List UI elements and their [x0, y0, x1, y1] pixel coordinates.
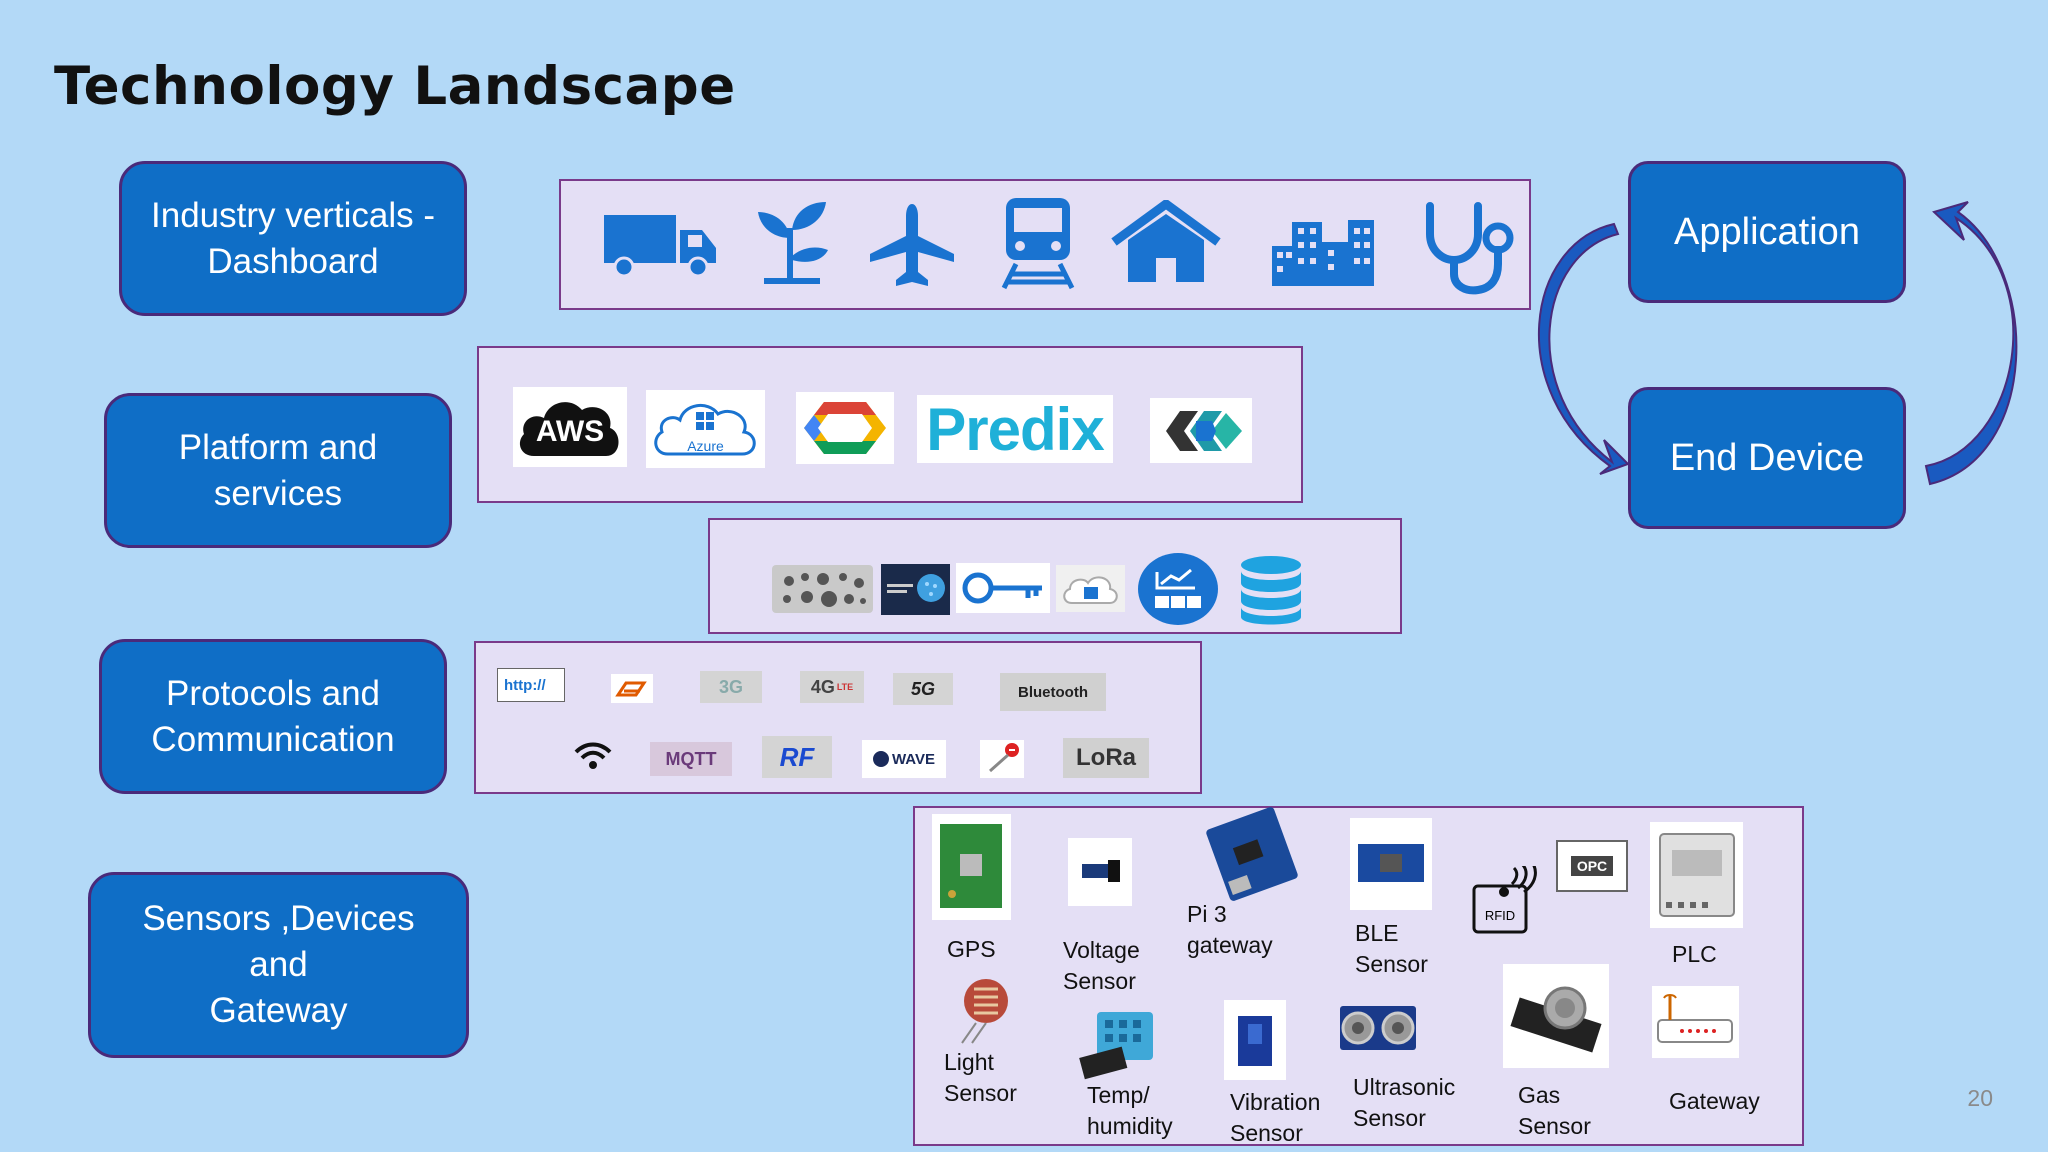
truck-icon: [604, 215, 716, 278]
machine-learning-icon: [881, 564, 950, 615]
lte-label: LTE: [836, 682, 854, 692]
4g-label: 4G: [810, 676, 835, 697]
gas-sensor-image: [1503, 964, 1609, 1068]
rfid-label: RFID: [1485, 908, 1515, 923]
rfid-icon: RFID: [1472, 866, 1537, 934]
wifi-icon: [574, 742, 612, 769]
ultrasonic-sensor-image: [1340, 1006, 1416, 1050]
stethoscope-icon: [1426, 202, 1514, 295]
http-label: http://: [504, 676, 546, 694]
platform-services-box: Platform and services: [104, 393, 452, 548]
ble-sensor-image: [1350, 818, 1432, 910]
vibration-sensor-image: [1224, 1000, 1286, 1080]
plc-image: [1650, 822, 1743, 928]
lora-logo: LoRa: [1063, 738, 1149, 778]
industry-verticals-box: Industry verticals - Dashboard: [119, 161, 467, 316]
aws-label: AWS: [535, 415, 605, 448]
3g-label: 3G: [718, 676, 743, 697]
voltage-sensor-label: Voltage Sensor: [1063, 937, 1140, 994]
predix-logo: Predix: [917, 395, 1113, 463]
plc-label: PLC: [1672, 941, 1717, 967]
bluetooth-logo: Bluetooth: [1000, 673, 1106, 711]
page-number: 20: [1967, 1085, 1993, 1111]
buildings-icon: [1272, 220, 1374, 286]
temp-humidity-sensor-image: [1079, 1012, 1153, 1080]
plant-icon: [758, 202, 828, 284]
bluetooth-label: Bluetooth: [1018, 683, 1088, 701]
mqtt-logo: MQTT: [650, 742, 732, 776]
rf-label: RF: [779, 741, 815, 772]
mqtt-label: MQTT: [665, 748, 717, 769]
page-title: Technology Landscape: [54, 56, 736, 117]
azure-label: Azure: [687, 438, 724, 454]
3g-logo: 3G: [700, 671, 762, 703]
predix-label: Predix: [926, 395, 1104, 463]
light-sensor-image: [961, 979, 1008, 1044]
train-icon: [1001, 198, 1075, 290]
airplane-icon: [870, 204, 954, 286]
sensors-devices-gateway-box: Sensors ,Devices and Gateway: [88, 872, 469, 1058]
pi3-gateway-label: Pi 3 gateway: [1187, 901, 1273, 958]
ultrasonic-sensor-label: Ultrasonic Sensor: [1353, 1074, 1456, 1131]
gas-sensor-label: Gas Sensor: [1518, 1082, 1591, 1139]
opc-label: OPC: [1570, 856, 1614, 876]
ibm-watson-iot-logo: [1150, 398, 1252, 463]
zwave-label: WAVE: [891, 750, 936, 768]
temp-humidity-label: Temp/ humidity: [1087, 1082, 1173, 1139]
gps-label: GPS: [947, 936, 996, 962]
gateway-router-image: [1652, 986, 1739, 1058]
coap-logo: [611, 674, 653, 703]
google-cloud-logo: [796, 392, 894, 464]
application-box: Application: [1628, 161, 1906, 303]
http-logo: http://: [497, 668, 565, 702]
vibration-sensor-label: Vibration Sensor: [1230, 1089, 1321, 1146]
gateway-label: Gateway: [1669, 1088, 1760, 1114]
zigbee-logo: [980, 740, 1024, 778]
aws-logo: AWS: [513, 387, 627, 467]
cloud-chip-icon: [1056, 565, 1125, 612]
ble-sensor-label: BLE Sensor: [1355, 920, 1428, 977]
database-icon: [1241, 556, 1301, 625]
key-icon: [956, 563, 1050, 613]
opc-device-image: OPC: [1556, 840, 1628, 892]
rf-logo: RF: [762, 736, 832, 778]
end-device-box: End Device: [1628, 387, 1906, 529]
5g-logo: 5G: [893, 673, 953, 705]
light-sensor-label: Light Sensor: [944, 1049, 1017, 1106]
cycle-arrows: [1538, 201, 2018, 486]
5g-label: 5G: [910, 678, 935, 699]
analytics-icon: [1137, 552, 1219, 626]
protocols-communication-box: Protocols and Communication: [99, 639, 447, 794]
big-data-icon: [772, 565, 873, 613]
zwave-logo: WAVE: [862, 740, 946, 778]
azure-logo: Azure: [646, 390, 765, 468]
voltage-sensor-image: [1068, 838, 1132, 906]
pi3-board-image: [1206, 807, 1298, 901]
lora-label: LoRa: [1076, 744, 1136, 771]
gps-module-image: [932, 814, 1011, 920]
home-icon: [1111, 200, 1221, 282]
